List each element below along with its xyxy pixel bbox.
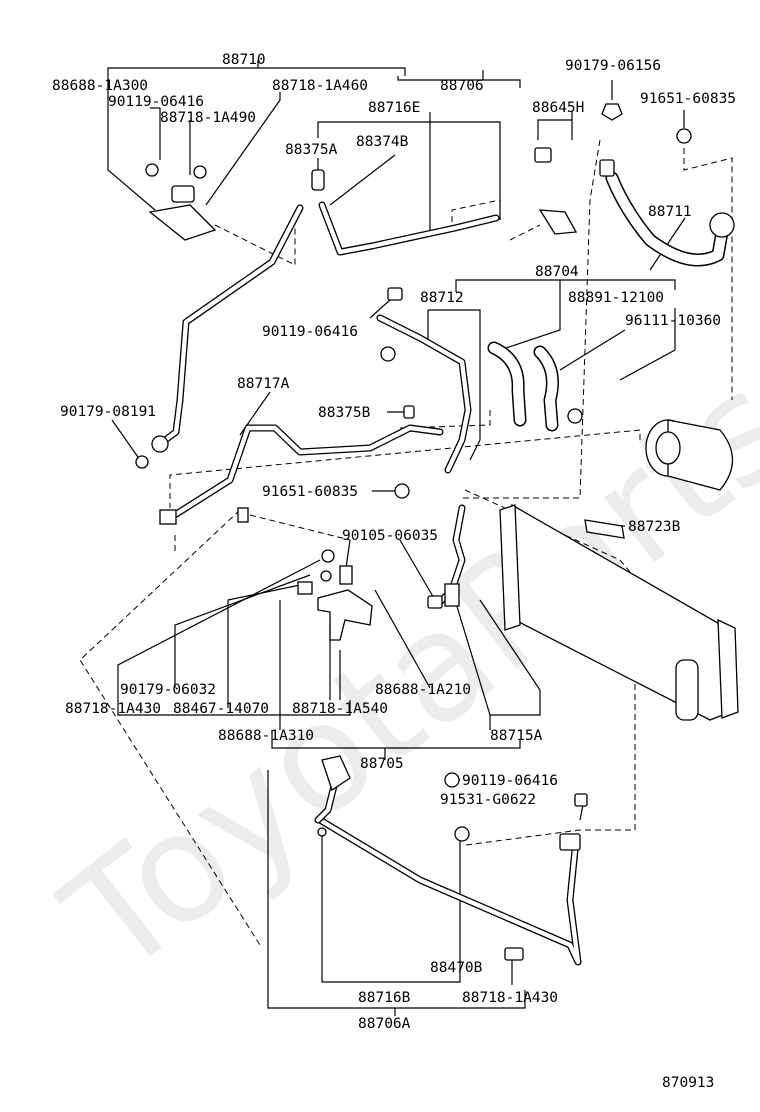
label-91651-60835-top: 91651-60835	[640, 91, 736, 107]
label-88688-1A210: 88688-1A210	[375, 682, 471, 698]
label-88688-1A300: 88688-1A300	[52, 78, 148, 94]
diagram-number: 870913	[662, 1075, 714, 1091]
label-90179-06156: 90179-06156	[565, 58, 661, 74]
label-91651-60835-mid: 91651-60835	[262, 484, 358, 500]
label-88706A: 88706A	[358, 1016, 411, 1032]
hoses	[487, 171, 729, 432]
label-90119-06416-b: 90119-06416	[262, 324, 358, 340]
label-88711: 88711	[648, 204, 692, 220]
label-88710: 88710	[222, 52, 266, 68]
label-90179-06032: 90179-06032	[120, 682, 216, 698]
label-88718-1A430-a: 88718-1A430	[65, 701, 161, 717]
label-88718-1A540: 88718-1A540	[292, 701, 388, 717]
label-88718-1A430-b: 88718-1A430	[462, 990, 558, 1006]
label-88712: 88712	[420, 290, 464, 306]
label-88706: 88706	[440, 78, 484, 94]
label-96111-10360: 96111-10360	[625, 313, 721, 329]
label-88375A: 88375A	[285, 142, 338, 158]
label-88718-1A460: 88718-1A460	[272, 78, 368, 94]
label-88716B: 88716B	[358, 990, 411, 1006]
label-90105-06035: 90105-06035	[342, 528, 438, 544]
label-88645H: 88645H	[532, 100, 584, 116]
label-88723B: 88723B	[628, 519, 681, 535]
label-88715A: 88715A	[490, 728, 543, 744]
label-88470B: 88470B	[430, 960, 483, 976]
label-88688-1A310: 88688-1A310	[218, 728, 314, 744]
parts	[135, 103, 739, 961]
part-labels: 88710 88688-1A300 88718-1A460 88706 9017…	[52, 52, 736, 1091]
label-90119-06416-a: 90119-06416	[108, 94, 204, 110]
label-88467-14070: 88467-14070	[173, 701, 269, 717]
label-91531-G0622: 91531-G0622	[440, 792, 536, 808]
leader-lines	[107, 60, 686, 1016]
label-90119-06416-c: 90119-06416	[462, 773, 558, 789]
label-88716E: 88716E	[368, 100, 420, 116]
label-90179-08191: 90179-08191	[60, 404, 156, 420]
label-88704: 88704	[535, 264, 579, 280]
label-88375B: 88375B	[318, 405, 371, 421]
label-88705: 88705	[360, 756, 404, 772]
label-88374B: 88374B	[356, 134, 409, 150]
label-88718-1A490: 88718-1A490	[160, 110, 256, 126]
label-88717A: 88717A	[237, 376, 290, 392]
label-88891-12100: 88891-12100	[568, 290, 664, 306]
